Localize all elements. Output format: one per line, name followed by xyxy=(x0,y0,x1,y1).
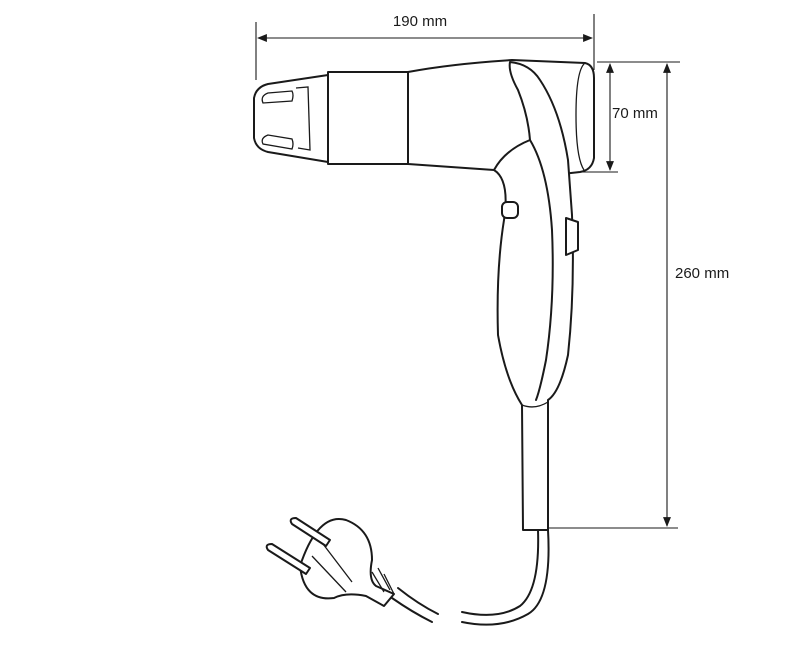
power-button xyxy=(501,201,519,219)
height-label: 260 mm xyxy=(675,265,729,282)
width-label: 190 mm xyxy=(393,13,447,30)
plug-prong-bottom xyxy=(265,543,311,575)
power-cord-left-outer xyxy=(391,597,433,623)
nozzle-slot-top xyxy=(261,90,294,104)
hair-dryer xyxy=(253,59,595,626)
power-cord-right-outer xyxy=(461,529,550,626)
nozzle-grill xyxy=(295,86,311,151)
rear-grille-edge xyxy=(575,62,586,171)
head-dimension: 70 mm xyxy=(572,61,680,173)
plug-ridge xyxy=(319,539,353,583)
power-cord-right xyxy=(461,529,540,616)
nozzle-slot-bottom xyxy=(261,134,294,150)
plug-prong-top xyxy=(289,517,331,547)
plug xyxy=(265,517,395,607)
height-dimension: 260 mm xyxy=(548,63,729,529)
plug-strain-relief xyxy=(371,567,395,595)
plug-ridge-2 xyxy=(311,555,347,593)
slide-switch xyxy=(565,217,579,256)
handle-collar xyxy=(521,401,549,408)
width-dimension: 190 mm xyxy=(255,13,595,80)
handle-seam xyxy=(529,139,554,401)
power-cord-left xyxy=(397,587,439,615)
barrel-ring xyxy=(327,71,409,165)
head-label: 70 mm xyxy=(612,105,658,122)
